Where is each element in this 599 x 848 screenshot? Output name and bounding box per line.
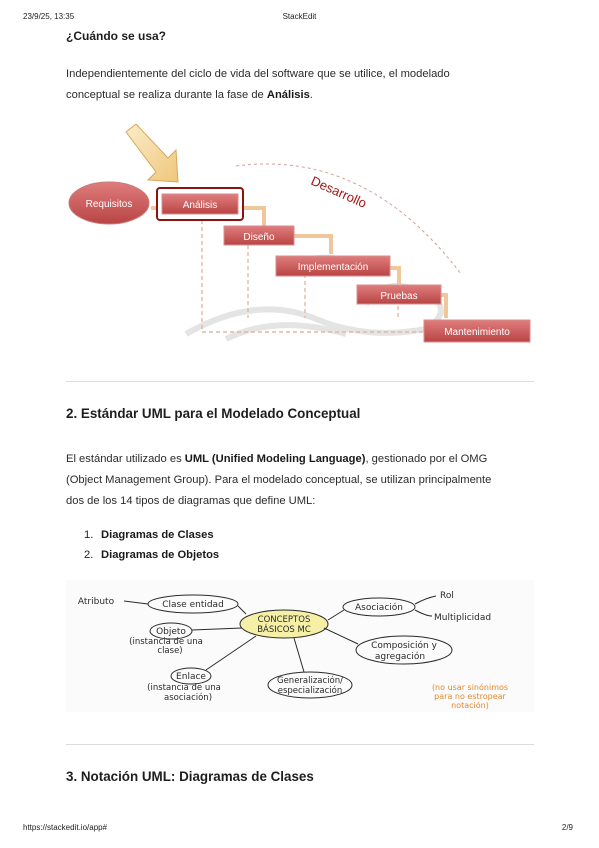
node-objeto-note-2: clase) [157,646,182,656]
stage-implementacion-label: Implementación [298,262,369,273]
stage-mantenimiento-label: Mantenimiento [444,327,510,338]
list-item-number: 1. [84,529,94,541]
node-clase-entidad: Clase entidad [162,600,224,610]
when-bold-analisis: Análisis [266,89,310,101]
uml-paragraph: El estándar utilizado es UML (Unified Mo… [66,449,536,512]
when-line-2-end: . [309,89,313,101]
diagram-type-list: 1. Diagramas de Clases 2. Diagramas de Obj… [84,525,219,565]
lifecycle-diagram: Requisitos Análisis Diseño Implementació… [68,124,531,343]
node-composicion-line-2: agregación [375,651,425,662]
uml-line-1-end: , gestionado por el OMG [365,453,488,465]
uml-line-1: El estándar utilizado es [66,453,185,465]
divider-2 [66,744,534,745]
node-objeto-note-1: (instancia de una [129,637,203,647]
uml-bold-name: UML (Unified Modeling Language) [184,453,366,465]
node-atributo: Atributo [78,597,115,607]
divider-1 [66,381,534,382]
stage-requisitos: Requisitos [68,181,150,225]
when-line-1: Independientemente del ciclo de vida del… [66,68,450,80]
list-item: 2. Diagramas de Objetos [84,545,219,565]
center-node-line-1: CONCEPTOS [258,615,311,625]
list-item-number: 2. [84,549,94,561]
list-item: 1. Diagramas de Clases [84,525,219,545]
node-objeto-outline [149,622,193,640]
stage-diseno-label: Diseño [243,232,275,243]
section-heading-when: ¿Cuándo se usa? [66,29,167,43]
node-generalizacion-line-1: Generalización/ [277,675,343,686]
concept-map: CONCEPTOS BÁSICOS MC Clase entidad Atrib… [66,580,534,712]
node-asociacion-outline [342,597,416,617]
stage-analisis: Análisis [156,187,244,221]
node-generalizacion-outline [267,671,353,699]
node-composicion-line-1: Composición y [371,640,437,651]
node-enlace-note-1: (instancia de una [147,683,221,693]
print-url: https://stackedit.io/app# [23,823,108,832]
uml-line-3: dos de los 14 tipos de diagramas que def… [66,495,316,507]
feedback-lines [201,220,424,333]
node-enlace: Enlace [176,672,206,682]
node-composicion-outline [355,635,453,665]
node-enlace-note-2: asociación) [164,692,212,703]
node-rol: Rol [440,591,454,601]
list-item-label: Diagramas de Clases [101,529,214,541]
section-heading-class: 3. Notación UML: Diagramas de Clases [66,769,314,784]
node-enlace-outline [170,667,212,685]
section-heading-uml: 2. Estándar UML para el Modelado Concept… [66,406,361,421]
node-multiplicidad: Multiplicidad [434,613,491,623]
node-asociacion: Asociación [355,602,403,613]
stage-implementacion: Implementación [275,255,391,277]
stage-requisitos-label: Requisitos [86,199,133,210]
uml-line-2: (Object Management Group). Para el model… [66,474,492,486]
print-page-number: 2/9 [561,823,573,832]
pointer-arrow [125,124,179,183]
warning-note-1: (no usar sinónimos [432,682,508,692]
node-objeto: Objeto [156,627,186,637]
when-line-2: conceptual se realiza durante la fase de [66,89,267,101]
stage-pruebas-label: Pruebas [380,291,417,302]
warning-note-2: para no estropear [434,692,506,701]
stage-diseno: Diseño [223,225,295,246]
development-arc [235,163,462,275]
center-node-outline [239,609,329,639]
print-datetime: 23/9/25, 13:35 [23,12,75,21]
stage-analisis-label: Análisis [183,200,217,211]
print-app-title: StackEdit [282,12,317,21]
when-paragraph: Independientemente del ciclo de vida del… [66,64,536,106]
list-item-label: Diagramas de Objetos [101,549,220,561]
center-node-line-2: BÁSICOS MC [257,623,311,635]
warning-note-3: notación) [451,700,489,710]
stage-pruebas: Pruebas [356,284,442,305]
node-generalizacion-line-2: especialización [278,685,343,696]
overlay-desarrollo: Desarrollo [309,173,369,211]
stage-mantenimiento: Mantenimiento [423,319,531,343]
